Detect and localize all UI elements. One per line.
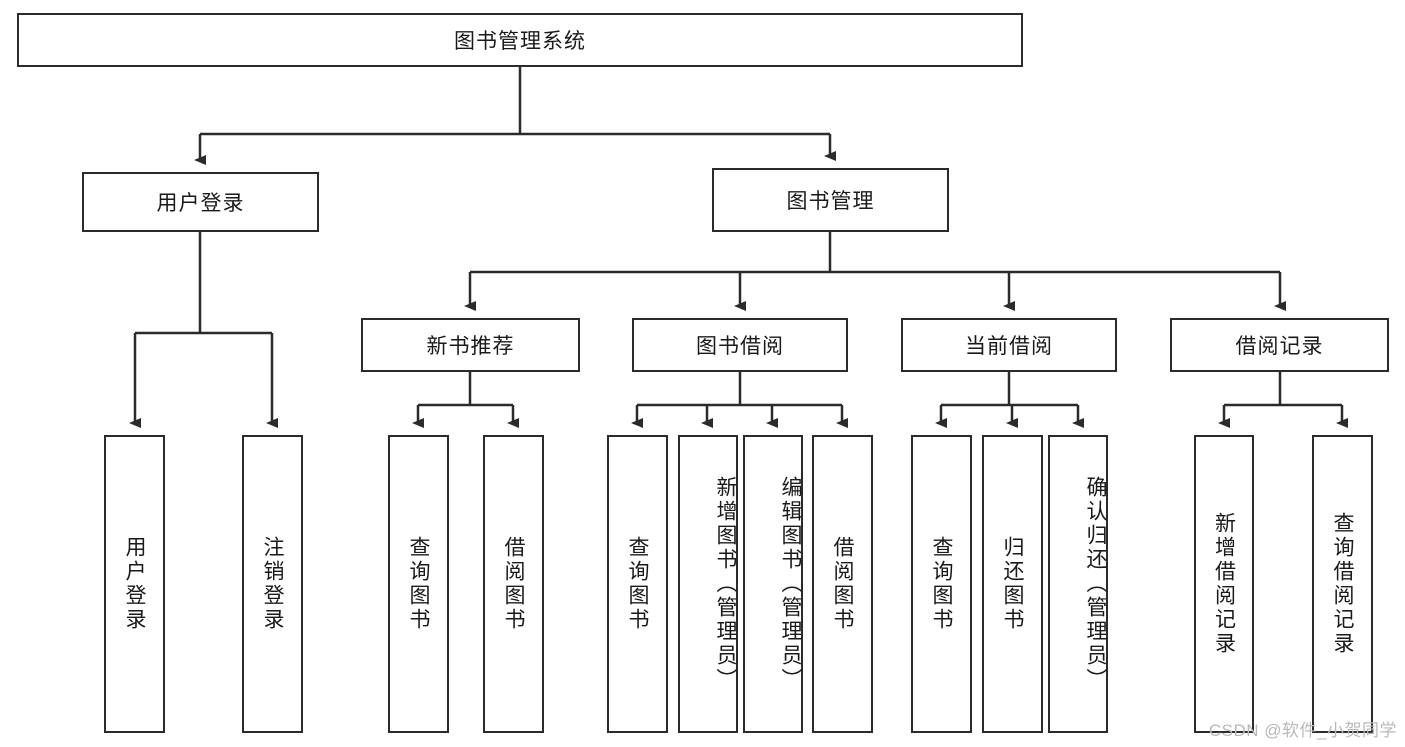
- leaf-node-9: 归还图书: [982, 435, 1043, 733]
- node-label: 确认归还（管理员）: [1084, 476, 1107, 692]
- level2-node-0: 用户登录: [82, 172, 319, 232]
- root-node: 图书管理系统: [17, 13, 1023, 67]
- level3-node-2: 当前借阅: [901, 318, 1117, 372]
- leaf-node-3: 借阅图书: [483, 435, 544, 733]
- leaf-node-0: 用户登录: [104, 435, 165, 733]
- node-label: 新增借阅记录: [1212, 512, 1236, 656]
- node-label: 借阅图书: [502, 536, 525, 632]
- node-label: 用户登录: [156, 192, 245, 215]
- leaf-node-2: 查询图书: [388, 435, 449, 733]
- leaf-node-5: 新增图书（管理员）: [678, 435, 738, 733]
- node-label: 查询借阅记录: [1331, 512, 1354, 656]
- node-label: 图书管理系统: [454, 30, 586, 53]
- node-label: 注销登录: [261, 536, 284, 632]
- leaf-node-12: 查询借阅记录: [1312, 435, 1373, 733]
- leaf-node-7: 借阅图书: [812, 435, 873, 733]
- node-label: 归还图书: [1001, 536, 1024, 632]
- node-label: 图书管理: [786, 190, 875, 213]
- level2-node-1: 图书管理: [712, 168, 949, 232]
- level3-node-0: 新书推荐: [361, 318, 580, 372]
- node-label: 用户登录: [123, 536, 146, 632]
- node-label: 新书推荐: [426, 335, 515, 358]
- level3-node-1: 图书借阅: [632, 318, 848, 372]
- node-label: 查询图书: [407, 536, 430, 632]
- node-label: 当前借阅: [965, 335, 1053, 358]
- leaf-node-11: 新增借阅记录: [1194, 435, 1254, 733]
- leaf-node-10: 确认归还（管理员）: [1048, 435, 1108, 733]
- node-label: 查询图书: [930, 536, 953, 632]
- node-label: 借阅记录: [1235, 335, 1324, 358]
- leaf-node-8: 查询图书: [911, 435, 972, 733]
- node-label: 查询图书: [626, 536, 649, 632]
- leaf-node-6: 编辑图书（管理员）: [743, 435, 803, 733]
- leaf-node-1: 注销登录: [242, 435, 303, 733]
- node-label: 编辑图书（管理员）: [779, 476, 802, 692]
- leaf-node-4: 查询图书: [607, 435, 668, 733]
- csdn-watermark: CSDN @软件_小贺同学: [1208, 721, 1397, 740]
- node-label: 新增图书（管理员）: [714, 476, 737, 692]
- node-label: 借阅图书: [831, 536, 854, 632]
- node-label: 图书借阅: [696, 335, 784, 358]
- level3-node-3: 借阅记录: [1170, 318, 1389, 372]
